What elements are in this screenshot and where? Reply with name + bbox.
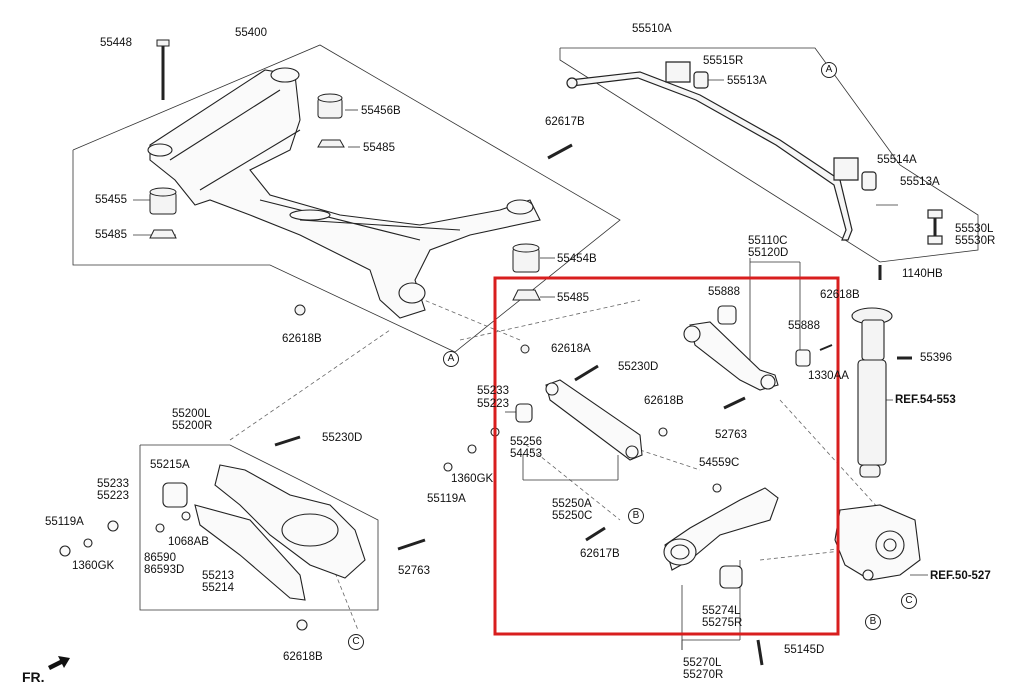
ref-50-527: REF.50-527	[930, 570, 991, 582]
label-62618b: 62618B	[644, 395, 684, 407]
label-55223: 55223	[477, 398, 509, 410]
highlight-box	[493, 276, 840, 636]
label-55454b: 55454B	[557, 253, 597, 265]
front-arrow-icon	[48, 656, 70, 670]
label-55250a: 55250A	[552, 498, 592, 510]
label-86590: 86590	[144, 552, 176, 564]
label-55270l: 55270L	[683, 657, 722, 669]
label-1140hb: 1140HB	[902, 268, 943, 280]
label-55514a: 55514A	[877, 154, 917, 166]
callout-c: C	[901, 593, 917, 609]
label-54559c: 54559C	[699, 457, 740, 469]
label-54453: 54453	[510, 448, 542, 460]
label-62618b: 62618B	[282, 333, 322, 345]
label-55888: 55888	[788, 320, 820, 332]
label-55510a: 55510A	[632, 23, 672, 35]
label-55513a: 55513A	[900, 176, 940, 188]
label-55233: 55233	[477, 385, 509, 397]
shock-absorber	[851, 307, 912, 478]
callout-b: B	[628, 508, 644, 524]
label-55250c: 55250C	[552, 510, 593, 522]
label-1360gk: 1360GK	[451, 473, 494, 485]
label-55230d: 55230D	[618, 361, 659, 373]
front-direction-label: FR.	[22, 669, 45, 685]
label-1068ab: 1068AB	[168, 536, 209, 548]
callout-a: A	[443, 351, 459, 367]
lower-arm-outline	[139, 444, 379, 611]
callout-a: A	[821, 62, 837, 78]
label-55456b: 55456B	[361, 105, 401, 117]
label-55145d: 55145D	[784, 644, 825, 656]
label-55400: 55400	[235, 27, 267, 39]
label-86593d: 86593D	[144, 564, 185, 576]
label-55200l: 55200L	[172, 408, 211, 420]
label-55270r: 55270R	[683, 669, 724, 681]
label-55215a: 55215A	[150, 459, 190, 471]
label-55223: 55223	[97, 490, 129, 502]
callout-c: C	[348, 634, 364, 650]
label-55485: 55485	[557, 292, 589, 304]
label-55233: 55233	[97, 478, 129, 490]
label-55200r: 55200R	[172, 420, 213, 432]
stabilizer-bar	[566, 61, 943, 280]
label-55119a: 55119A	[45, 516, 84, 528]
label-55275r: 55275R	[702, 617, 743, 629]
label-62617b: 62617B	[545, 116, 585, 128]
label-62618b: 62618B	[820, 289, 860, 301]
label-55256: 55256	[510, 436, 542, 448]
label-55274l: 55274L	[702, 605, 741, 617]
label-55396: 55396	[920, 352, 952, 364]
upper-arm	[683, 305, 833, 410]
label-55230d: 55230D	[322, 432, 363, 444]
callout-b: B	[865, 614, 881, 630]
lower-arm	[59, 435, 477, 631]
label-55110c: 55110C	[748, 235, 788, 247]
label-52763: 52763	[398, 565, 430, 577]
label-55485: 55485	[363, 142, 395, 154]
label-55888: 55888	[708, 286, 740, 298]
label-55513a: 55513A	[727, 75, 767, 87]
label-55214: 55214	[202, 582, 234, 594]
label-55485: 55485	[95, 229, 127, 241]
label-62618b: 62618B	[283, 651, 323, 663]
label-62617b: 62617B	[580, 548, 620, 560]
label-55213: 55213	[202, 570, 234, 582]
label-55530r: 55530R	[955, 235, 996, 247]
label-1330aa: 1330AA	[808, 370, 849, 382]
label-55119a: 55119A	[427, 493, 466, 505]
subframe	[147, 67, 541, 319]
knuckle	[834, 504, 921, 581]
label-55455: 55455	[95, 194, 127, 206]
label-52763: 52763	[715, 429, 747, 441]
label-62618a: 62618A	[551, 343, 591, 355]
ref-54-553: REF.54-553	[895, 394, 956, 406]
label-55515r: 55515R	[703, 55, 744, 67]
label-55448: 55448	[100, 37, 132, 49]
label-1360gk: 1360GK	[72, 560, 115, 572]
label-55530l: 55530L	[955, 223, 994, 235]
trailing-arm	[663, 483, 779, 666]
label-55120d: 55120D	[748, 247, 789, 259]
